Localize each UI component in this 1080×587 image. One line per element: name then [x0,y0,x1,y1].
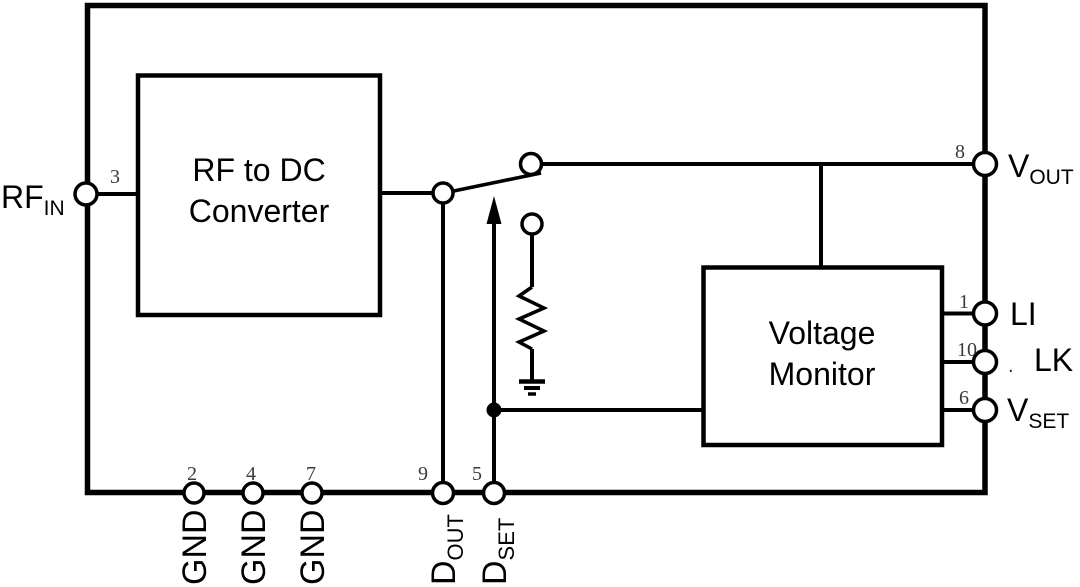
pin-number-lk: 10 [957,339,977,361]
pin-number-dset: 5 [472,463,482,485]
pin-circle-dset [481,480,507,506]
monitor-label-line2: Monitor [769,356,876,392]
switch-bar [443,171,542,195]
converter-label-line2: Converter [189,193,330,229]
pin-circle-gnd-4 [241,481,265,505]
label-vset: VSET [1007,392,1069,433]
pin-circle-gnd-2 [182,481,206,505]
label-li: LI [1010,296,1037,332]
junction-dot [486,402,502,418]
pin-circle-vout [971,150,999,178]
label-gnd-b: GND [235,509,273,585]
stray-period-mark: . [1008,355,1014,377]
chip-boundary [84,2,988,496]
pin-number-vout: 8 [955,141,965,163]
label-lk: LK [1034,342,1073,378]
label-gnd-a: GND [176,509,214,585]
pin-number-gnd-c: 7 [306,463,316,485]
pin-number-li: 1 [959,291,969,313]
rf-to-dc-converter-block [135,73,383,318]
switch-throw-contact-resistor [520,212,544,236]
monitor-label-line1: Voltage [769,315,876,351]
resistor-symbol [514,285,549,351]
label-dout: DOUT [425,514,468,585]
pin-circle-li [971,300,999,327]
switch-control-arrow-head [486,196,502,224]
switch-throw-contact-vout [518,151,544,177]
voltage-monitor-block [701,265,945,448]
pin-circle-dout [430,480,456,506]
pin-number-vset: 6 [959,387,969,409]
pin-circle-lk [971,348,999,376]
ground-symbol [519,379,545,396]
pin-number-dout: 9 [418,463,428,485]
label-gnd-c: GND [294,509,332,585]
pin-circle-vset [971,396,999,424]
converter-label-line1: RF to DC [192,152,325,188]
pin-number-gnd-b: 4 [246,463,256,485]
label-rfin: RFIN [1,179,65,220]
pin-number-gnd-a: 2 [187,463,197,485]
pin-number-rfin: 3 [110,166,120,188]
label-dset: DSET [476,518,519,585]
label-vout: VOUT [1008,148,1074,189]
pin-circle-gnd-7 [300,481,324,505]
switch-pole-contact [431,181,455,205]
pin-circle-rfin [73,181,99,207]
